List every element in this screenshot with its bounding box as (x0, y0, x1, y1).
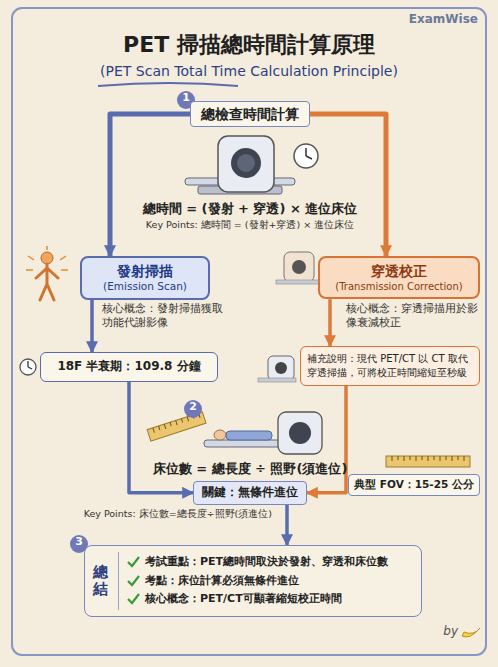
box-heading: 關鍵：無條件進位 (202, 485, 298, 501)
human-figure (26, 246, 68, 300)
human-figure (36, 264, 58, 300)
flow-arrow (129, 382, 193, 493)
page-frame (12, 8, 486, 655)
transmission-icon (284, 252, 314, 282)
diagram-title: PET 掃描總時間計算原理 (123, 30, 375, 60)
process-box: 典型 FOV：15-25 公分 (348, 474, 480, 496)
process-box: 補充說明：現代 PET/CT 以 CT 取代穿透掃描，可將校正時間縮短至秒級 (300, 346, 480, 386)
fov-ruler (392, 456, 464, 461)
flow-arrow (310, 114, 386, 256)
pet-scanner (218, 136, 274, 192)
human-figure (41, 252, 53, 264)
summary-text: 核心概念：PET/CT可顯著縮短校正時間 (145, 591, 342, 608)
flow-arrow (307, 386, 346, 493)
summary-heading: 總結 (93, 564, 108, 597)
summary-list: 考試重點：PET總時間取決於發射、穿透和床位數考點：床位計算必須無條件進位核心概… (118, 552, 388, 610)
box-subtitle: (Transmission Correction) (324, 280, 474, 293)
text-label: (PET Scan Total Time Calculation Princip… (100, 62, 398, 80)
check-icon (127, 556, 140, 568)
halflife-clock-icon (20, 359, 36, 375)
subtitle-underline (98, 83, 238, 86)
transmission-icon (292, 260, 306, 274)
process-box: 穿透校正(Transmission Correction) (318, 256, 480, 299)
text-label: by (443, 624, 458, 640)
check-icon (128, 576, 139, 585)
box-subtitle: (Emission Scan) (86, 280, 204, 294)
flow-arrow (90, 300, 94, 352)
process-box: 18F 半衰期：109.8 分鐘 (40, 352, 218, 382)
box-heading: 補充說明：現代 PET/CT 以 CT 取代穿透掃描，可將校正時間縮短至秒級 (307, 352, 473, 380)
subtitle-underline (98, 83, 238, 86)
bed-position-illustration (147, 412, 322, 454)
summary-text: 考試重點：PET總時間取決於發射、穿透和床位數 (145, 554, 388, 571)
check-icon (127, 575, 140, 587)
pet-scanner (231, 148, 261, 178)
text-label: 核心概念：穿透掃描用於影像衰減校正 (346, 302, 478, 329)
banana-icon (462, 628, 480, 637)
fov-ruler (386, 456, 470, 467)
bed-position-illustration (278, 412, 322, 454)
fov-ruler (386, 456, 470, 467)
halflife-clock-icon (28, 361, 32, 369)
check-icon (127, 593, 140, 605)
check-icon (128, 557, 139, 566)
transmission-icon (276, 280, 320, 284)
clock-icon (294, 144, 318, 168)
process-box: 總檢查時間計算 (190, 101, 310, 127)
summary-item: 考試重點：PET總時間取決於發射、穿透和床位數 (127, 554, 388, 571)
process-box: 發射掃描(Emission Scan) (80, 256, 210, 300)
summary-item: 考點：床位計算必須無條件進位 (127, 573, 388, 590)
page-frame (12, 8, 486, 655)
human-figure (26, 246, 68, 270)
pet-scanner (185, 136, 295, 194)
text-label: ExamWise (409, 12, 478, 28)
box-heading: 總檢查時間計算 (201, 105, 299, 123)
box-heading: 穿透校正 (324, 262, 474, 280)
summary-text: 考點：床位計算必須無條件進位 (145, 573, 299, 590)
clock-icon (306, 148, 312, 159)
text-label: 總時間 = (發射 + 穿透) × 進位床位 (143, 201, 358, 218)
check-icon (128, 594, 139, 603)
petct-icon (258, 378, 296, 382)
summary-box: 總結考試重點：PET總時間取決於發射、穿透和床位數考點：床位計算必須無條件進位核… (84, 545, 422, 617)
box-heading: 典型 FOV：15-25 公分 (354, 478, 474, 492)
box-heading: 發射掃描 (86, 262, 204, 280)
text-label: Key Points: 總時間 = (發射+穿透) × 進位床位 (146, 219, 354, 231)
flow-arrow (110, 114, 190, 256)
bed-position-illustration (226, 431, 272, 440)
pet-scanner (237, 154, 255, 172)
clock-icon (294, 144, 318, 168)
halflife-clock-icon (20, 359, 36, 375)
petct-icon (258, 356, 296, 382)
flow-arrow (328, 299, 332, 346)
summary-item: 核心概念：PET/CT可顯著縮短校正時間 (127, 591, 388, 608)
banana-icon (462, 628, 480, 637)
text-label: 床位數 = 總長度 ÷ 照野(須進位) (153, 461, 348, 478)
process-box: 關鍵：無條件進位 (193, 481, 307, 505)
box-heading: 18F 半衰期：109.8 分鐘 (47, 359, 211, 375)
text-label: Key Points: 床位數=總長度÷照野(須進位) (84, 508, 272, 520)
petct-icon (268, 356, 294, 380)
flow-arrow (285, 505, 289, 545)
callout-number: 2 (184, 400, 202, 418)
transmission-icon (276, 252, 320, 284)
bed-position-illustration (214, 430, 226, 440)
petct-icon (275, 362, 287, 374)
bed-position-illustration (289, 422, 311, 444)
text-label: 核心概念：發射掃描獲取功能代謝影像 (102, 302, 230, 329)
